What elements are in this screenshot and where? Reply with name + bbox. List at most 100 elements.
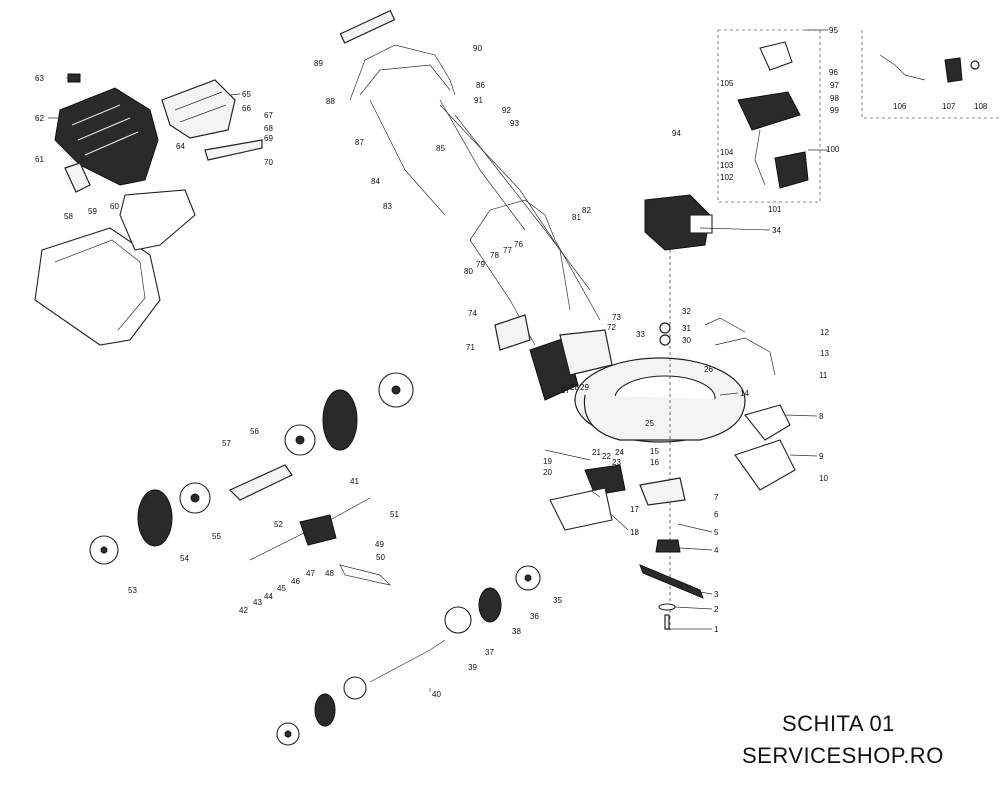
catcher-lid-ribs bbox=[71, 104, 139, 156]
mulch-plug bbox=[744, 404, 791, 441]
part-label-56: 56 bbox=[250, 427, 259, 436]
charger-cable bbox=[879, 54, 926, 81]
gearbox bbox=[299, 514, 337, 546]
grass-catcher-group bbox=[34, 73, 263, 346]
part-label-107: 107 bbox=[942, 102, 956, 111]
cable-2 bbox=[454, 114, 591, 291]
part-label-93: 93 bbox=[510, 119, 519, 128]
key bbox=[970, 60, 980, 70]
part-label-25: 25 bbox=[645, 419, 654, 428]
part-label-54: 54 bbox=[180, 554, 189, 563]
part-label-101: 101 bbox=[768, 205, 782, 214]
part-label-80: 80 bbox=[464, 267, 473, 276]
part-label-82: 82 bbox=[582, 206, 591, 215]
part-label-105: 105 bbox=[720, 79, 734, 88]
part-label-16: 16 bbox=[650, 458, 659, 467]
part-label-85: 85 bbox=[436, 144, 445, 153]
engine-body bbox=[644, 194, 711, 251]
part-label-90: 90 bbox=[473, 44, 482, 53]
part-label-60: 60 bbox=[110, 202, 119, 211]
diagram-caption-site: SERVICESHOP.RO bbox=[742, 743, 944, 768]
part-label-22: 22 bbox=[602, 452, 611, 461]
part-label-23: 23 bbox=[612, 458, 621, 467]
catcher-flap bbox=[64, 162, 91, 193]
module-box bbox=[717, 29, 821, 203]
front-wheel-hubcap-right-center bbox=[524, 574, 532, 582]
drive-belt bbox=[339, 564, 392, 586]
deflector-cover bbox=[161, 79, 236, 139]
leader-line bbox=[674, 606, 713, 610]
part-label-21: 21 bbox=[592, 448, 601, 457]
part-label-14: 14 bbox=[740, 389, 749, 398]
drive-bracket bbox=[228, 464, 293, 501]
part-label-96: 96 bbox=[829, 68, 838, 77]
catcher-bag-inner bbox=[54, 239, 146, 331]
part-label-12: 12 bbox=[820, 328, 829, 337]
part-label-61: 61 bbox=[35, 155, 44, 164]
part-label-24: 24 bbox=[615, 448, 624, 457]
part-label-98: 98 bbox=[830, 94, 839, 103]
handle-assembly bbox=[339, 9, 613, 401]
part-label-69: 69 bbox=[264, 134, 273, 143]
part-label-47: 47 bbox=[306, 569, 315, 578]
charger bbox=[944, 57, 963, 83]
part-label-84: 84 bbox=[371, 177, 380, 186]
leader-line bbox=[789, 454, 818, 457]
part-label-34: 34 bbox=[772, 226, 781, 235]
hinge-rod bbox=[204, 139, 263, 161]
part-label-99: 99 bbox=[830, 106, 839, 115]
leader-line bbox=[589, 489, 601, 498]
rear-wheel-left bbox=[137, 489, 173, 547]
part-label-30: 30 bbox=[682, 336, 691, 345]
part-label-8: 8 bbox=[819, 412, 824, 421]
part-label-64: 64 bbox=[176, 142, 185, 151]
part-label-7: 7 bbox=[714, 493, 719, 502]
catcher-lid bbox=[54, 87, 159, 186]
leader-line bbox=[677, 523, 713, 533]
leader-lines bbox=[48, 29, 828, 692]
part-label-72: 72 bbox=[607, 323, 616, 332]
deck-skirt bbox=[583, 394, 746, 441]
part-label-9: 9 bbox=[819, 452, 824, 461]
mulch-insert bbox=[639, 477, 686, 506]
part-label-70: 70 bbox=[264, 158, 273, 167]
wiring bbox=[754, 129, 766, 186]
battery-cover bbox=[759, 41, 793, 71]
catcher-frame bbox=[119, 189, 196, 251]
part-label-59: 59 bbox=[88, 207, 97, 216]
part-label-92: 92 bbox=[502, 106, 511, 115]
side-discharge bbox=[734, 439, 796, 491]
part-label-31: 31 bbox=[682, 324, 691, 333]
part-label-87: 87 bbox=[355, 138, 364, 147]
lower-handle-left bbox=[369, 99, 446, 216]
rear-wheel-hubcap-right-center bbox=[391, 385, 401, 395]
part-label-58: 58 bbox=[64, 212, 73, 221]
catcher-bag bbox=[34, 227, 161, 346]
part-label-46: 46 bbox=[291, 577, 300, 586]
height-lever-a bbox=[704, 317, 746, 333]
blade-bolt bbox=[664, 614, 670, 630]
part-label-27: 27 bbox=[561, 386, 570, 395]
part-label-103: 103 bbox=[720, 161, 734, 170]
part-label-45: 45 bbox=[277, 584, 286, 593]
part-label-106: 106 bbox=[893, 102, 907, 111]
part-label-67: 67 bbox=[264, 111, 273, 120]
part-label-5: 5 bbox=[714, 528, 719, 537]
blade-washer bbox=[658, 603, 676, 611]
part-label-3: 3 bbox=[714, 590, 719, 599]
part-label-48: 48 bbox=[325, 569, 334, 578]
part-label-57: 57 bbox=[222, 439, 231, 448]
leader-line bbox=[611, 514, 629, 531]
part-label-95: 95 bbox=[829, 26, 838, 35]
aux-box-left bbox=[861, 30, 1000, 119]
wheel-drive-group bbox=[89, 372, 541, 746]
part-label-86: 86 bbox=[476, 81, 485, 90]
blade-adapter bbox=[655, 539, 681, 553]
front-wheel-hubcap-left-center bbox=[284, 730, 292, 738]
part-label-77: 77 bbox=[503, 246, 512, 255]
leader-line bbox=[784, 414, 818, 417]
part-label-65: 65 bbox=[242, 90, 251, 99]
part-label-79: 79 bbox=[476, 260, 485, 269]
part-label-78: 78 bbox=[490, 251, 499, 260]
part-label-91: 91 bbox=[474, 96, 483, 105]
